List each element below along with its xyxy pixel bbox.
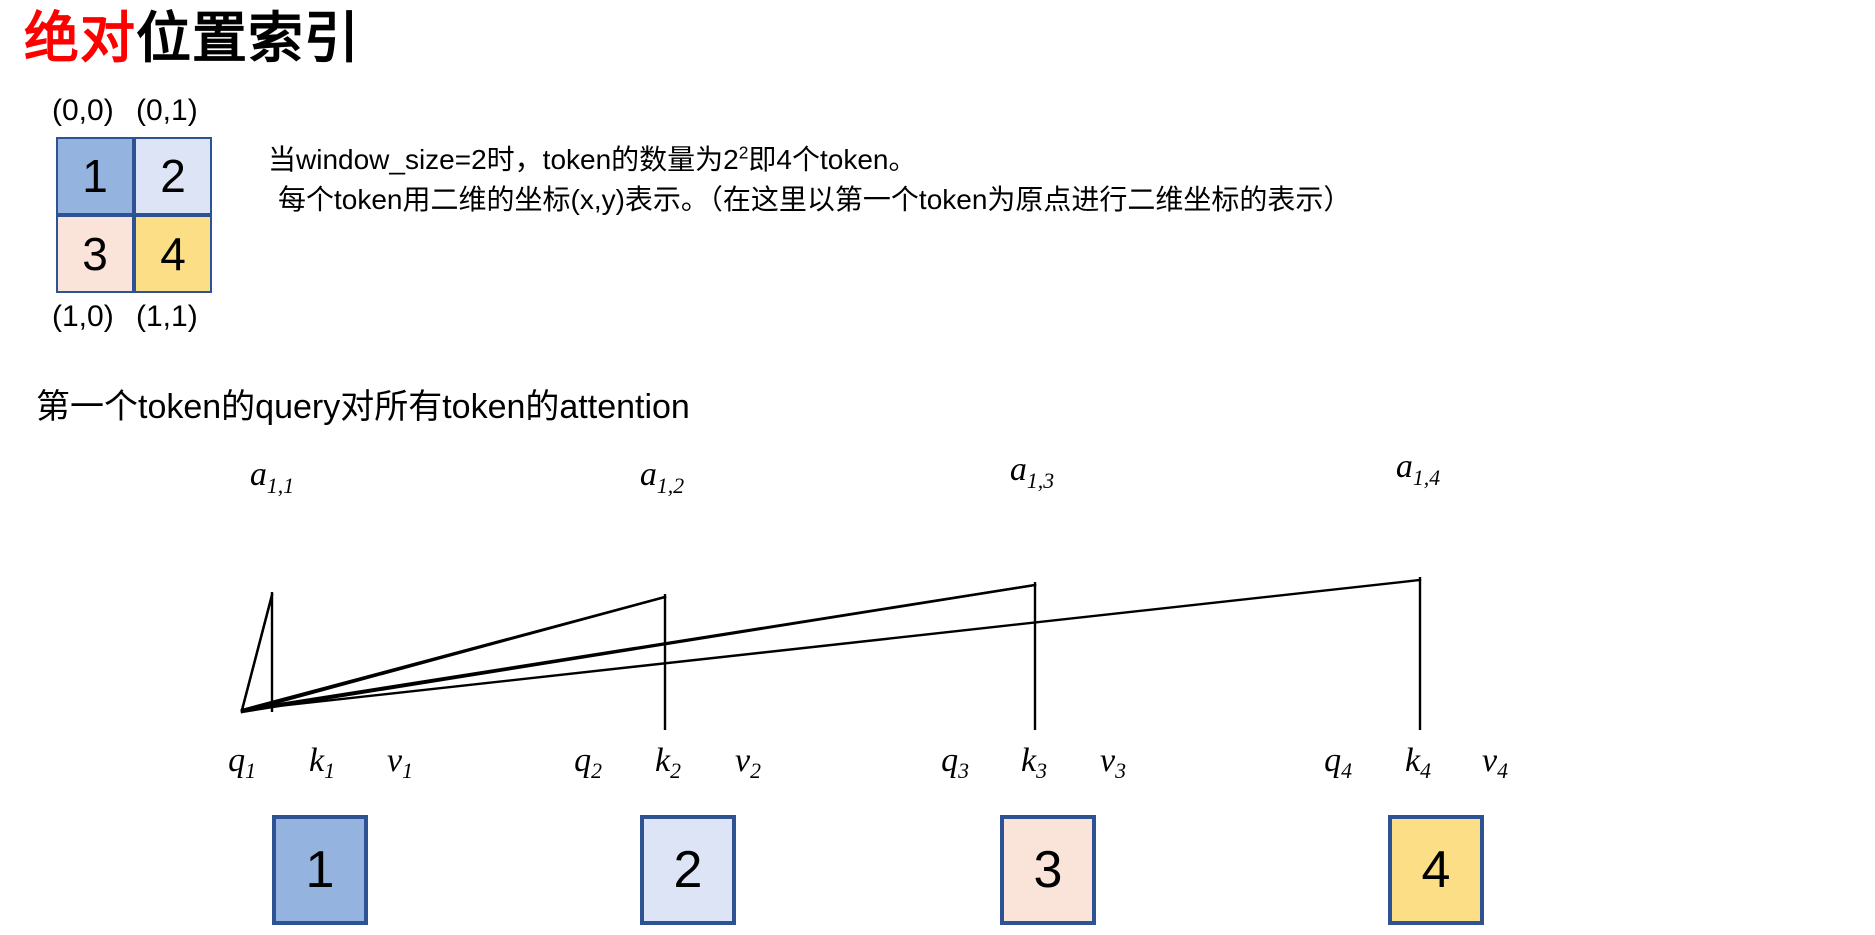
qkv-label-q2: q2 bbox=[574, 742, 602, 783]
description-line-1-part-1: 当window_size=2时，token的数量为2 bbox=[268, 144, 739, 175]
token-grid-cell-3[interactable]: 3 bbox=[56, 215, 134, 293]
qkv-label-k1: k1 bbox=[309, 742, 335, 783]
token-box-3[interactable]: 3 bbox=[1000, 815, 1096, 925]
token-box-2[interactable]: 2 bbox=[640, 815, 736, 925]
attention-label-a12-base: a bbox=[639, 456, 657, 493]
description-superscript: 2 bbox=[738, 142, 749, 163]
attention-label-a11-base: a bbox=[249, 456, 267, 493]
token-box-1[interactable]: 1 bbox=[272, 815, 368, 925]
qkv-label-q1: q1 bbox=[228, 742, 256, 783]
qkv-label-k2: k2 bbox=[655, 742, 681, 783]
qkv-label-k1-sub: 1 bbox=[324, 759, 335, 784]
attention-label-a13-sub: 1,3 bbox=[1026, 468, 1055, 493]
attention-line-3-return bbox=[240, 583, 1037, 714]
qkv-label-v1-sub: 1 bbox=[402, 759, 413, 784]
attention-label-a13: a1,3 bbox=[1009, 451, 1054, 492]
qkv-label-k4-base: k bbox=[1405, 742, 1421, 779]
qkv-label-q4-sub: 4 bbox=[1341, 759, 1352, 784]
token-grid-cell-2[interactable]: 2 bbox=[134, 137, 212, 215]
qkv-label-v1-base: v bbox=[387, 742, 403, 779]
description-text: 当window_size=2时，token的数量为22即4个token。 每个t… bbox=[268, 140, 1351, 220]
attention-line-4 bbox=[240, 578, 1422, 712]
qkv-label-v2-base: v bbox=[735, 742, 751, 779]
qkv-label-k2-base: k bbox=[655, 742, 671, 779]
attention-label-a12: a1,2 bbox=[639, 456, 684, 497]
qkv-label-q1-base: q bbox=[228, 742, 246, 779]
token-grid-cell-4[interactable]: 4 bbox=[134, 215, 212, 293]
qkv-label-q4: q4 bbox=[1324, 742, 1352, 783]
qkv-label-k3: k3 bbox=[1021, 742, 1047, 783]
coord-label-bottom-right: (1,1) bbox=[136, 300, 198, 333]
attention-label-a13-base: a bbox=[1009, 451, 1027, 488]
qkv-label-k3-base: k bbox=[1021, 742, 1037, 779]
qkv-label-v4-sub: 4 bbox=[1497, 759, 1508, 784]
coord-label-top-right: (0,1) bbox=[136, 94, 198, 127]
token-box-4[interactable]: 4 bbox=[1388, 815, 1484, 925]
qkv-label-q3-sub: 3 bbox=[958, 759, 969, 784]
token-grid: 1 2 3 4 bbox=[56, 137, 212, 293]
qkv-label-k1-base: k bbox=[309, 742, 325, 779]
qkv-label-q3-base: q bbox=[941, 742, 959, 779]
coord-label-top-left: (0,0) bbox=[52, 94, 114, 127]
attention-lines-svg bbox=[240, 577, 1422, 730]
attention-label-a14-base: a bbox=[1395, 448, 1413, 485]
description-line-2: 每个token用二维的坐标(x,y)表示。（在这里以第一个token为原点进行二… bbox=[278, 183, 1352, 215]
description-line-1: 当window_size=2时，token的数量为22即4个token。 bbox=[268, 140, 1351, 180]
qkv-label-v4-base: v bbox=[1482, 742, 1498, 779]
page-title: 绝对位置索引 bbox=[24, 8, 360, 69]
page-title-accent: 绝对 bbox=[24, 7, 137, 69]
qkv-label-k4: k4 bbox=[1405, 742, 1431, 783]
attention-line-2-return bbox=[240, 595, 667, 714]
qkv-label-k2-sub: 2 bbox=[670, 759, 681, 784]
attention-label-a14: a1,4 bbox=[1395, 448, 1440, 489]
qkv-label-v4: v4 bbox=[1482, 742, 1508, 783]
qkv-label-v3-sub: 3 bbox=[1115, 759, 1126, 784]
page-title-plain: 位置索引 bbox=[136, 7, 361, 69]
attention-label-a12-sub: 1,2 bbox=[656, 473, 685, 498]
coord-label-bottom-left: (1,0) bbox=[52, 300, 114, 333]
qkv-label-v3-base: v bbox=[1100, 742, 1116, 779]
attention-label-a14-sub: 1,4 bbox=[1412, 465, 1441, 490]
qkv-label-v2: v2 bbox=[735, 742, 761, 783]
qkv-label-v2-sub: 2 bbox=[750, 759, 761, 784]
qkv-label-q4-base: q bbox=[1324, 742, 1342, 779]
qkv-label-q3: q3 bbox=[941, 742, 969, 783]
token-grid-cell-1[interactable]: 1 bbox=[56, 137, 134, 215]
section-heading: 第一个token的query对所有token的attention bbox=[36, 388, 690, 426]
qkv-label-q1-sub: 1 bbox=[245, 759, 256, 784]
attention-line-1-return bbox=[240, 593, 274, 712]
attention-label-a11-sub: 1,1 bbox=[266, 473, 295, 498]
qkv-label-v3: v3 bbox=[1100, 742, 1126, 783]
qkv-label-k4-sub: 4 bbox=[1420, 759, 1431, 784]
qkv-label-k3-sub: 3 bbox=[1036, 759, 1047, 784]
attention-diagram: a1,1 a1,2 a1,3 a1,4 bbox=[0, 440, 1875, 740]
description-line-1-part-2: 即4个token。 bbox=[748, 144, 917, 175]
qkv-label-row: q1 k1 v1 q2 k2 v2 q3 k3 v3 q4 k4 v4 bbox=[0, 744, 1875, 794]
qkv-label-q2-sub: 2 bbox=[591, 759, 602, 784]
attention-label-a11: a1,1 bbox=[249, 456, 294, 497]
qkv-label-v1: v1 bbox=[387, 742, 413, 783]
qkv-label-q2-base: q bbox=[574, 742, 592, 779]
